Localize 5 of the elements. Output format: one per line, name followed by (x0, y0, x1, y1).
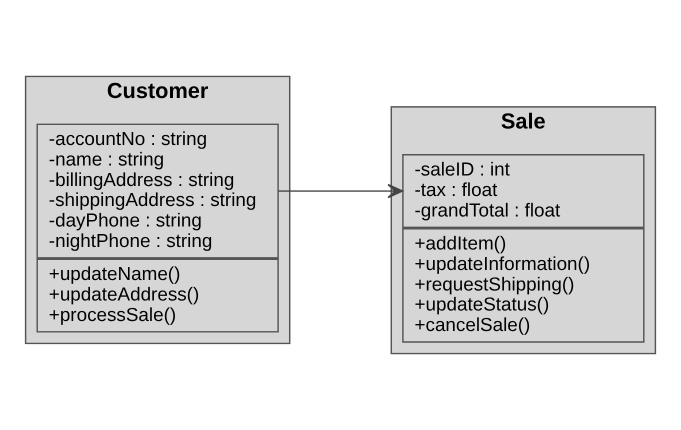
node-box: +addItem() +updateInformation() +requestShipping() +updateStatus() +cancelSale() (402, 228, 645, 343)
node-box: +updateName() +updateAddress() +processSale() (36, 258, 279, 333)
arrow (278, 184, 404, 198)
node-box: -saleID : int -tax : float -grandTotal : float (402, 154, 645, 228)
node-box: -accountNo : string -name : string -billingAddress : string -shippingAddress : string -dayPhone : string -nightPhone : string (36, 124, 279, 259)
